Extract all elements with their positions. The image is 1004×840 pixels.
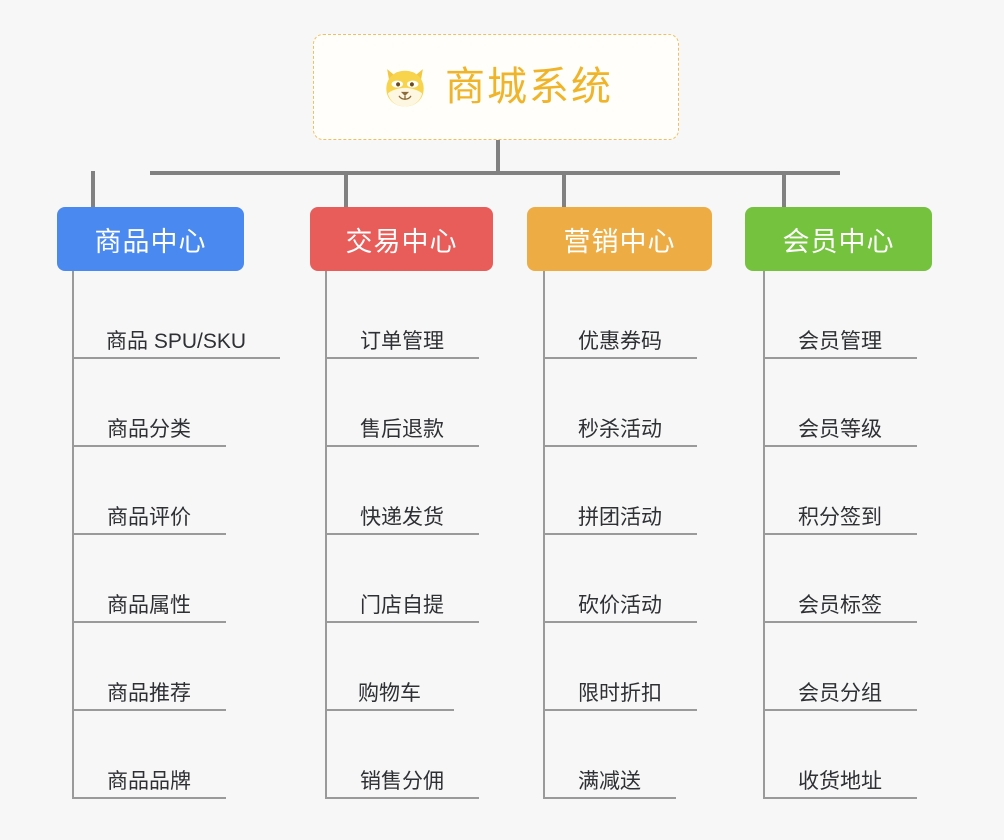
- column-spine: [72, 271, 74, 799]
- leaf-underline: [543, 709, 697, 711]
- leaf-underline: [763, 357, 917, 359]
- leaf-column-1: 商品 SPU/SKU 商品分类商品评价商品属性商品推荐商品品牌: [72, 271, 280, 799]
- leaf-underline: [763, 709, 917, 711]
- leaf-underline: [72, 533, 226, 535]
- leaf-item[interactable]: 购物车: [325, 623, 454, 711]
- leaf-underline: [543, 357, 697, 359]
- leaf-underline: [325, 357, 479, 359]
- leaf-item[interactable]: 砍价活动: [543, 535, 697, 623]
- leaf-underline: [763, 533, 917, 535]
- leaf-label: 优惠券码: [578, 329, 662, 353]
- leaf-underline: [325, 797, 479, 799]
- leaf-item[interactable]: 优惠券码: [543, 271, 697, 359]
- leaf-item[interactable]: 拼团活动: [543, 447, 697, 535]
- leaf-item[interactable]: 商品品牌: [72, 711, 226, 799]
- leaf-item[interactable]: 销售分佣: [325, 711, 479, 799]
- leaf-item[interactable]: 秒杀活动: [543, 359, 697, 447]
- leaf-underline: [325, 445, 479, 447]
- leaf-column-2: 订单管理售后退款快递发货门店自提购物车销售分佣: [325, 271, 479, 799]
- column-spine: [543, 271, 545, 799]
- leaf-label: 砍价活动: [578, 593, 662, 617]
- leaf-label: 会员等级: [798, 417, 882, 441]
- leaf-label: 秒杀活动: [578, 417, 662, 441]
- leaf-label: 商品推荐: [107, 681, 191, 705]
- category-label: 会员中心: [782, 226, 895, 257]
- leaf-label: 商品品牌: [107, 769, 191, 793]
- leaf-item[interactable]: 商品推荐: [72, 623, 226, 711]
- leaf-underline: [543, 621, 697, 623]
- connector-drop-4: [782, 171, 786, 207]
- shiba-dog-face-icon: [386, 69, 424, 107]
- leaf-item[interactable]: 会员等级: [763, 359, 917, 447]
- root-title: 商城系统: [445, 65, 613, 109]
- leaf-item[interactable]: 订单管理: [325, 271, 479, 359]
- category-label: 交易中心: [345, 226, 458, 257]
- leaf-column-3: 优惠券码秒杀活动拼团活动砍价活动限时折扣满减送: [543, 271, 697, 799]
- leaf-label: 购物车: [358, 681, 421, 705]
- leaf-underline: [72, 621, 226, 623]
- category-box-3[interactable]: 营销中心: [527, 207, 712, 271]
- connector-drop-2: [344, 171, 348, 207]
- leaf-item[interactable]: 商品 SPU/SKU: [72, 271, 280, 359]
- leaf-label: 会员管理: [798, 329, 882, 353]
- leaf-label: 拼团活动: [578, 505, 662, 529]
- leaf-underline: [325, 621, 479, 623]
- category-box-1[interactable]: 商品中心: [57, 207, 244, 271]
- leaf-item[interactable]: 会员分组: [763, 623, 917, 711]
- root-node[interactable]: 商城系统: [313, 34, 679, 140]
- leaf-item[interactable]: 限时折扣: [543, 623, 697, 711]
- category-label: 商品中心: [94, 226, 207, 257]
- leaf-underline: [763, 445, 917, 447]
- leaf-label: 售后退款: [360, 417, 444, 441]
- leaf-item[interactable]: 门店自提: [325, 535, 479, 623]
- leaf-label: 会员分组: [798, 681, 882, 705]
- leaf-underline: [543, 797, 676, 799]
- leaf-underline: [543, 533, 697, 535]
- leaf-label: 商品评价: [107, 505, 191, 529]
- leaf-label: 商品分类: [107, 417, 191, 441]
- connector-drop-1: [91, 171, 95, 207]
- leaf-label: 积分签到: [798, 505, 882, 529]
- leaf-item[interactable]: 满减送: [543, 711, 676, 799]
- leaf-underline: [763, 621, 917, 623]
- category-box-2[interactable]: 交易中心: [310, 207, 493, 271]
- leaf-item[interactable]: 积分签到: [763, 447, 917, 535]
- leaf-underline: [72, 357, 280, 359]
- leaf-label: 商品 SPU/SKU: [105, 329, 247, 353]
- leaf-label: 会员标签: [798, 593, 882, 617]
- connector-root-vertical: [496, 140, 500, 173]
- category-label: 营销中心: [563, 226, 676, 257]
- leaf-label: 商品属性: [107, 593, 191, 617]
- leaf-underline: [325, 533, 479, 535]
- column-spine: [325, 271, 327, 799]
- leaf-label: 门店自提: [360, 593, 444, 617]
- leaf-item[interactable]: 商品分类: [72, 359, 226, 447]
- leaf-item[interactable]: 商品属性: [72, 535, 226, 623]
- leaf-item[interactable]: 会员标签: [763, 535, 917, 623]
- leaf-underline: [72, 709, 226, 711]
- category-box-4[interactable]: 会员中心: [745, 207, 932, 271]
- leaf-underline: [72, 445, 226, 447]
- leaf-label: 收货地址: [798, 769, 882, 793]
- leaf-label: 销售分佣: [360, 769, 444, 793]
- leaf-item[interactable]: 会员管理: [763, 271, 917, 359]
- leaf-label: 满减送: [578, 769, 641, 793]
- column-spine: [763, 271, 765, 799]
- leaf-label: 限时折扣: [578, 681, 662, 705]
- leaf-underline: [763, 797, 917, 799]
- leaf-underline: [325, 709, 454, 711]
- connector-horizontal-bus: [150, 171, 840, 175]
- connector-drop-3: [562, 171, 566, 207]
- leaf-column-4: 会员管理会员等级积分签到会员标签会员分组收货地址: [763, 271, 917, 799]
- leaf-label: 订单管理: [360, 329, 444, 353]
- leaf-underline: [543, 445, 697, 447]
- leaf-item[interactable]: 商品评价: [72, 447, 226, 535]
- leaf-item[interactable]: 售后退款: [325, 359, 479, 447]
- leaf-item[interactable]: 快递发货: [325, 447, 479, 535]
- leaf-underline: [72, 797, 226, 799]
- leaf-label: 快递发货: [360, 505, 444, 529]
- leaf-item[interactable]: 收货地址: [763, 711, 917, 799]
